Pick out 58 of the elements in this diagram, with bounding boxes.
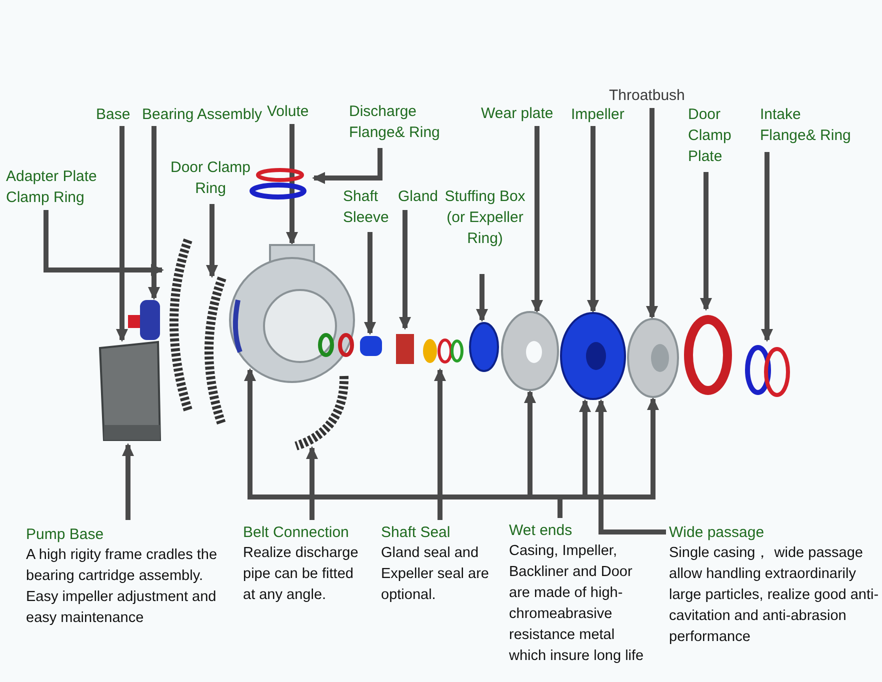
leader-line	[116, 126, 128, 342]
leader-line	[646, 108, 658, 319]
leader-line	[148, 126, 160, 300]
clamp-ring-drawing	[170, 238, 192, 412]
stuffing-box-ring	[469, 322, 499, 372]
leader-line	[312, 148, 382, 184]
callout-title: Pump Base	[26, 525, 105, 545]
volute-casing-drawing	[229, 244, 355, 383]
leader-line	[587, 126, 599, 313]
wear-plate-drawing	[501, 311, 559, 391]
clamp-plate-ring	[684, 315, 732, 395]
leader-line	[399, 210, 411, 330]
leader-line	[434, 368, 446, 520]
clamp-ring-drawing	[204, 276, 226, 426]
leader-line	[476, 274, 488, 322]
throatbush-drawing	[627, 318, 679, 398]
leader-line	[306, 446, 318, 520]
flange-ring-drawing	[250, 168, 306, 200]
part-label: Door Clamp Plate	[688, 104, 736, 167]
bearing-assembly-cylinder	[140, 300, 160, 340]
leader-line	[122, 443, 134, 520]
leader-line	[595, 399, 666, 534]
leader-line	[364, 232, 376, 335]
leader-line	[44, 210, 164, 276]
description-text: A high rigity frame cradles the bearing cartridge assembly. Easy impeller adjustment and easy maintenance	[26, 546, 218, 628]
impeller-drawing	[560, 312, 626, 400]
part-label: Wear plate	[481, 103, 561, 124]
flange-ring-ring	[745, 345, 771, 395]
part-label: Volute	[267, 101, 317, 122]
description-text: Single casing， wide passage allow handling extraordinarily large particles, realize good anti-cavitation and anti-abrasion performance	[669, 544, 880, 647]
part-label: Stuffing Box (or Expeller Ring)	[442, 186, 528, 249]
description-text: Casing, Impeller, Backliner and Door are made of high-chromeabrasive resistance metal which insure long life	[509, 542, 645, 666]
part-label: Discharge Flange& Ring	[349, 101, 449, 143]
part-label: Intake Flange& Ring	[760, 104, 860, 146]
part-label: Door Clamp Ring	[168, 157, 253, 199]
callout-title: Shaft Seal	[381, 523, 452, 543]
leader-line	[761, 152, 773, 342]
part-label: Bearing Assembly	[142, 104, 267, 125]
part-label: Throatbush	[609, 85, 694, 106]
pump-base-drawing	[98, 340, 162, 441]
shaft-sleeve-cylinder	[360, 336, 382, 356]
shaft-seal-drawing	[423, 338, 464, 364]
leader-line	[286, 124, 298, 245]
description-text: Gland seal and Expeller seal are optional.	[381, 544, 490, 605]
leader-line	[206, 204, 218, 278]
callout-title: Belt Connection	[243, 523, 350, 543]
part-label: Base	[96, 104, 136, 125]
part-label: Gland	[398, 186, 443, 207]
gland-block	[396, 334, 414, 364]
part-label: Shaft Sleeve	[343, 186, 393, 228]
leader-line	[700, 172, 712, 311]
callout-title: Wide passage	[669, 523, 766, 543]
description-text: Realize discharge pipe can be fitted at any angle.	[243, 544, 360, 605]
callout-title: Wet ends	[509, 521, 574, 541]
clamp-ring-drawing	[294, 376, 348, 450]
part-label: Adapter Plate Clamp Ring	[6, 166, 106, 208]
part-label: Impeller	[571, 104, 631, 125]
leader-line	[531, 126, 543, 313]
